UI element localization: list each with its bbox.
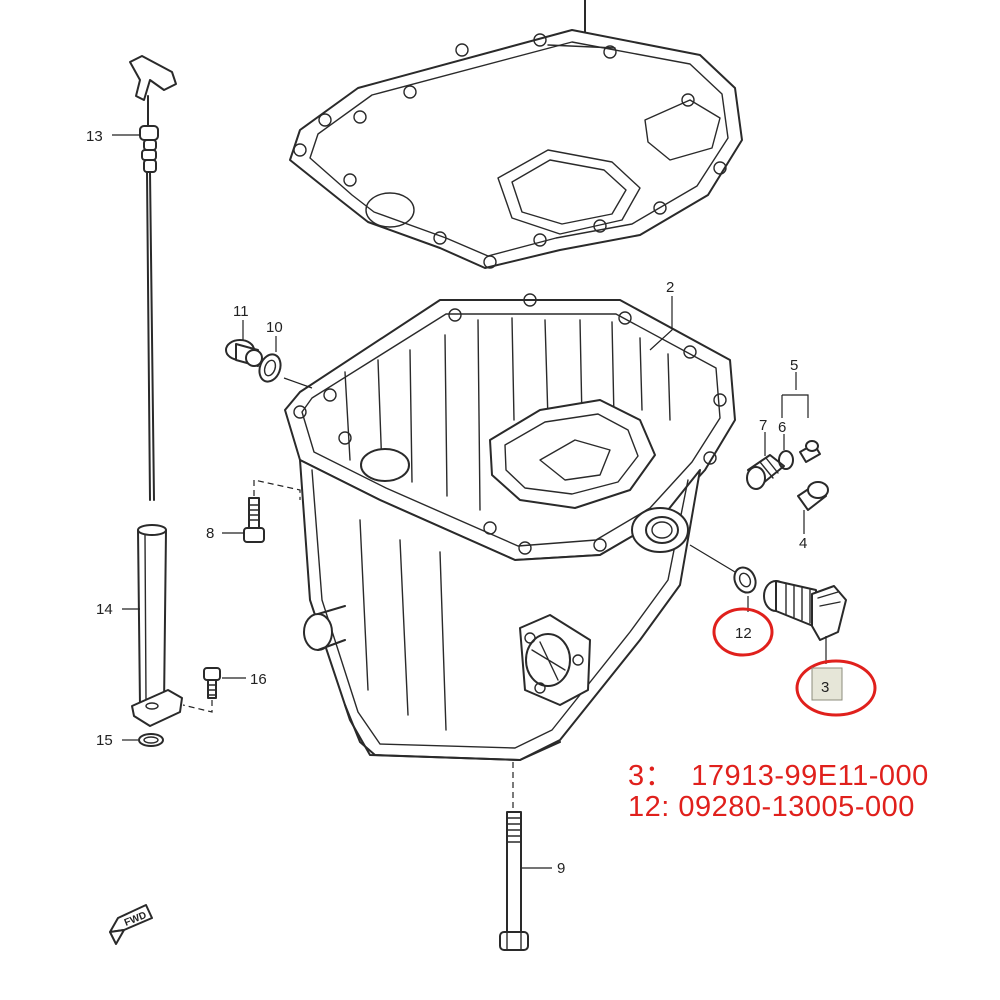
pan-bolt-long [499, 762, 552, 951]
callout-5: 5 [790, 357, 798, 374]
callout-8: 8 [206, 525, 214, 542]
callout-10: 10 [266, 319, 283, 336]
oil-pan [284, 293, 736, 761]
callout-16: 16 [250, 671, 267, 688]
callout-3-tag [811, 667, 843, 701]
callout-6: 6 [778, 419, 786, 436]
highlight-ring-3 [795, 659, 877, 717]
fitting-parts-group [746, 372, 829, 534]
callout-3: 3 [821, 679, 829, 696]
callout-7: 7 [759, 417, 767, 434]
callout-2: 2 [666, 279, 674, 296]
callout-9: 9 [557, 860, 565, 877]
dipstick-guide-tube [122, 524, 183, 727]
oil-drain-plug [763, 580, 847, 664]
callout-13: 13 [86, 128, 103, 145]
drain-washer [689, 544, 757, 612]
callout-numbers: 2 3 4 5 6 7 8 9 10 11 12 13 14 15 16 [86, 128, 829, 877]
oil-pan-gasket [289, 0, 743, 269]
callout-15: 15 [96, 732, 113, 749]
part-number-line-12: 12: 09280-13005-000 [628, 791, 915, 823]
pan-bolt-short [222, 479, 301, 543]
callout-12: 12 [735, 625, 752, 642]
part-number-line-3: 3： 17913-99E11-000 [628, 760, 929, 792]
drain-plug-upper [225, 320, 263, 367]
oil-dipstick [112, 55, 177, 501]
tube-o-ring [122, 733, 164, 747]
tube-bolt [182, 667, 246, 713]
plug-washer [258, 336, 313, 389]
callout-14: 14 [96, 601, 113, 618]
callout-4: 4 [799, 535, 807, 552]
forward-direction-arrow: FWD [109, 904, 153, 945]
highlight-markers [712, 607, 877, 717]
callout-11: 11 [233, 303, 249, 320]
highlight-ring-12 [712, 607, 774, 657]
